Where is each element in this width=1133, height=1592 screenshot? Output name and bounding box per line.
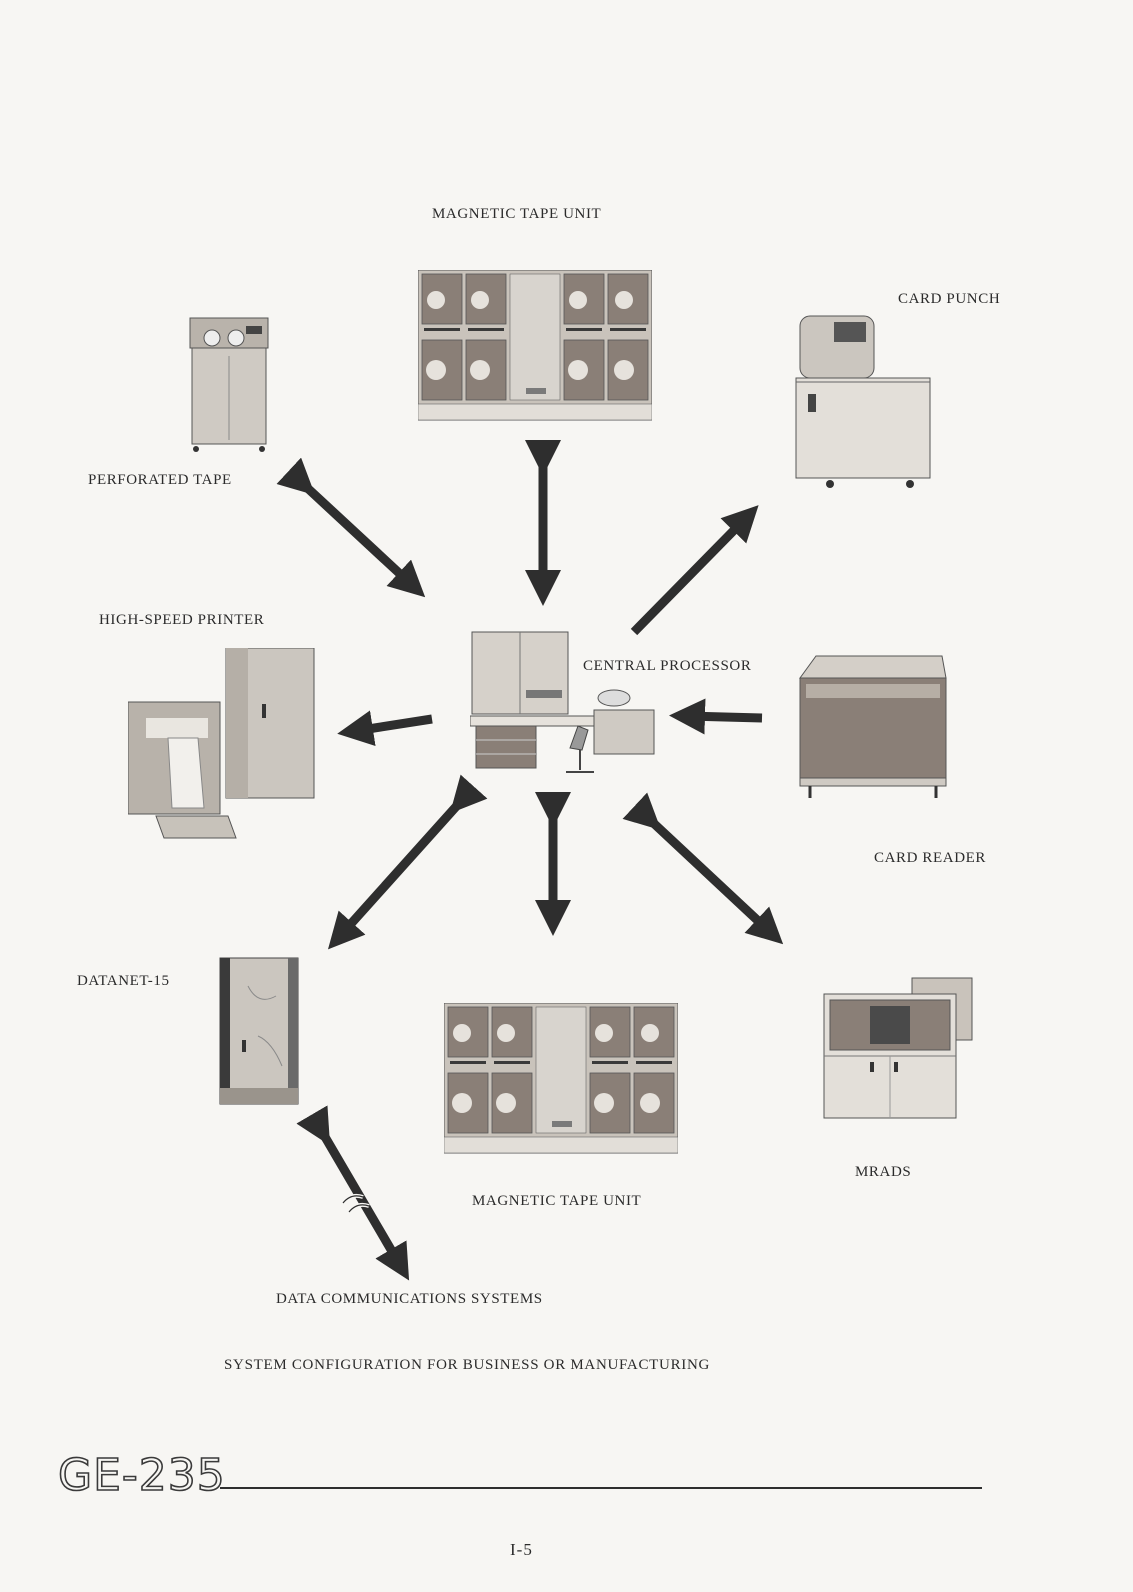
- ge-235-logo: GE-235: [58, 1450, 226, 1501]
- mrads-image: [822, 976, 976, 1126]
- footer-rule: [220, 1487, 982, 1489]
- arrow-datanet: [340, 800, 462, 936]
- arrow-card-reader: [687, 716, 762, 718]
- arrow-perforated-tape: [302, 483, 412, 585]
- page-number: I-5: [510, 1540, 533, 1560]
- card-punch-image: [794, 314, 934, 494]
- card-reader-image: [796, 654, 950, 800]
- arrow-printer: [355, 719, 432, 731]
- datanet-image: [218, 956, 300, 1108]
- arrow-card-punch: [634, 518, 746, 632]
- central-processor-image: [470, 630, 660, 790]
- figure-caption: SYSTEM CONFIGURATION FOR BUSINESS OR MAN…: [224, 1357, 710, 1374]
- perforated-tape-image: [188, 316, 270, 456]
- arrow-mrads: [648, 818, 770, 932]
- high-speed-printer-image: [128, 648, 318, 844]
- magnetic-tape-unit-top-image: [418, 270, 652, 422]
- magnetic-tape-unit-bottom-image: [444, 1003, 678, 1155]
